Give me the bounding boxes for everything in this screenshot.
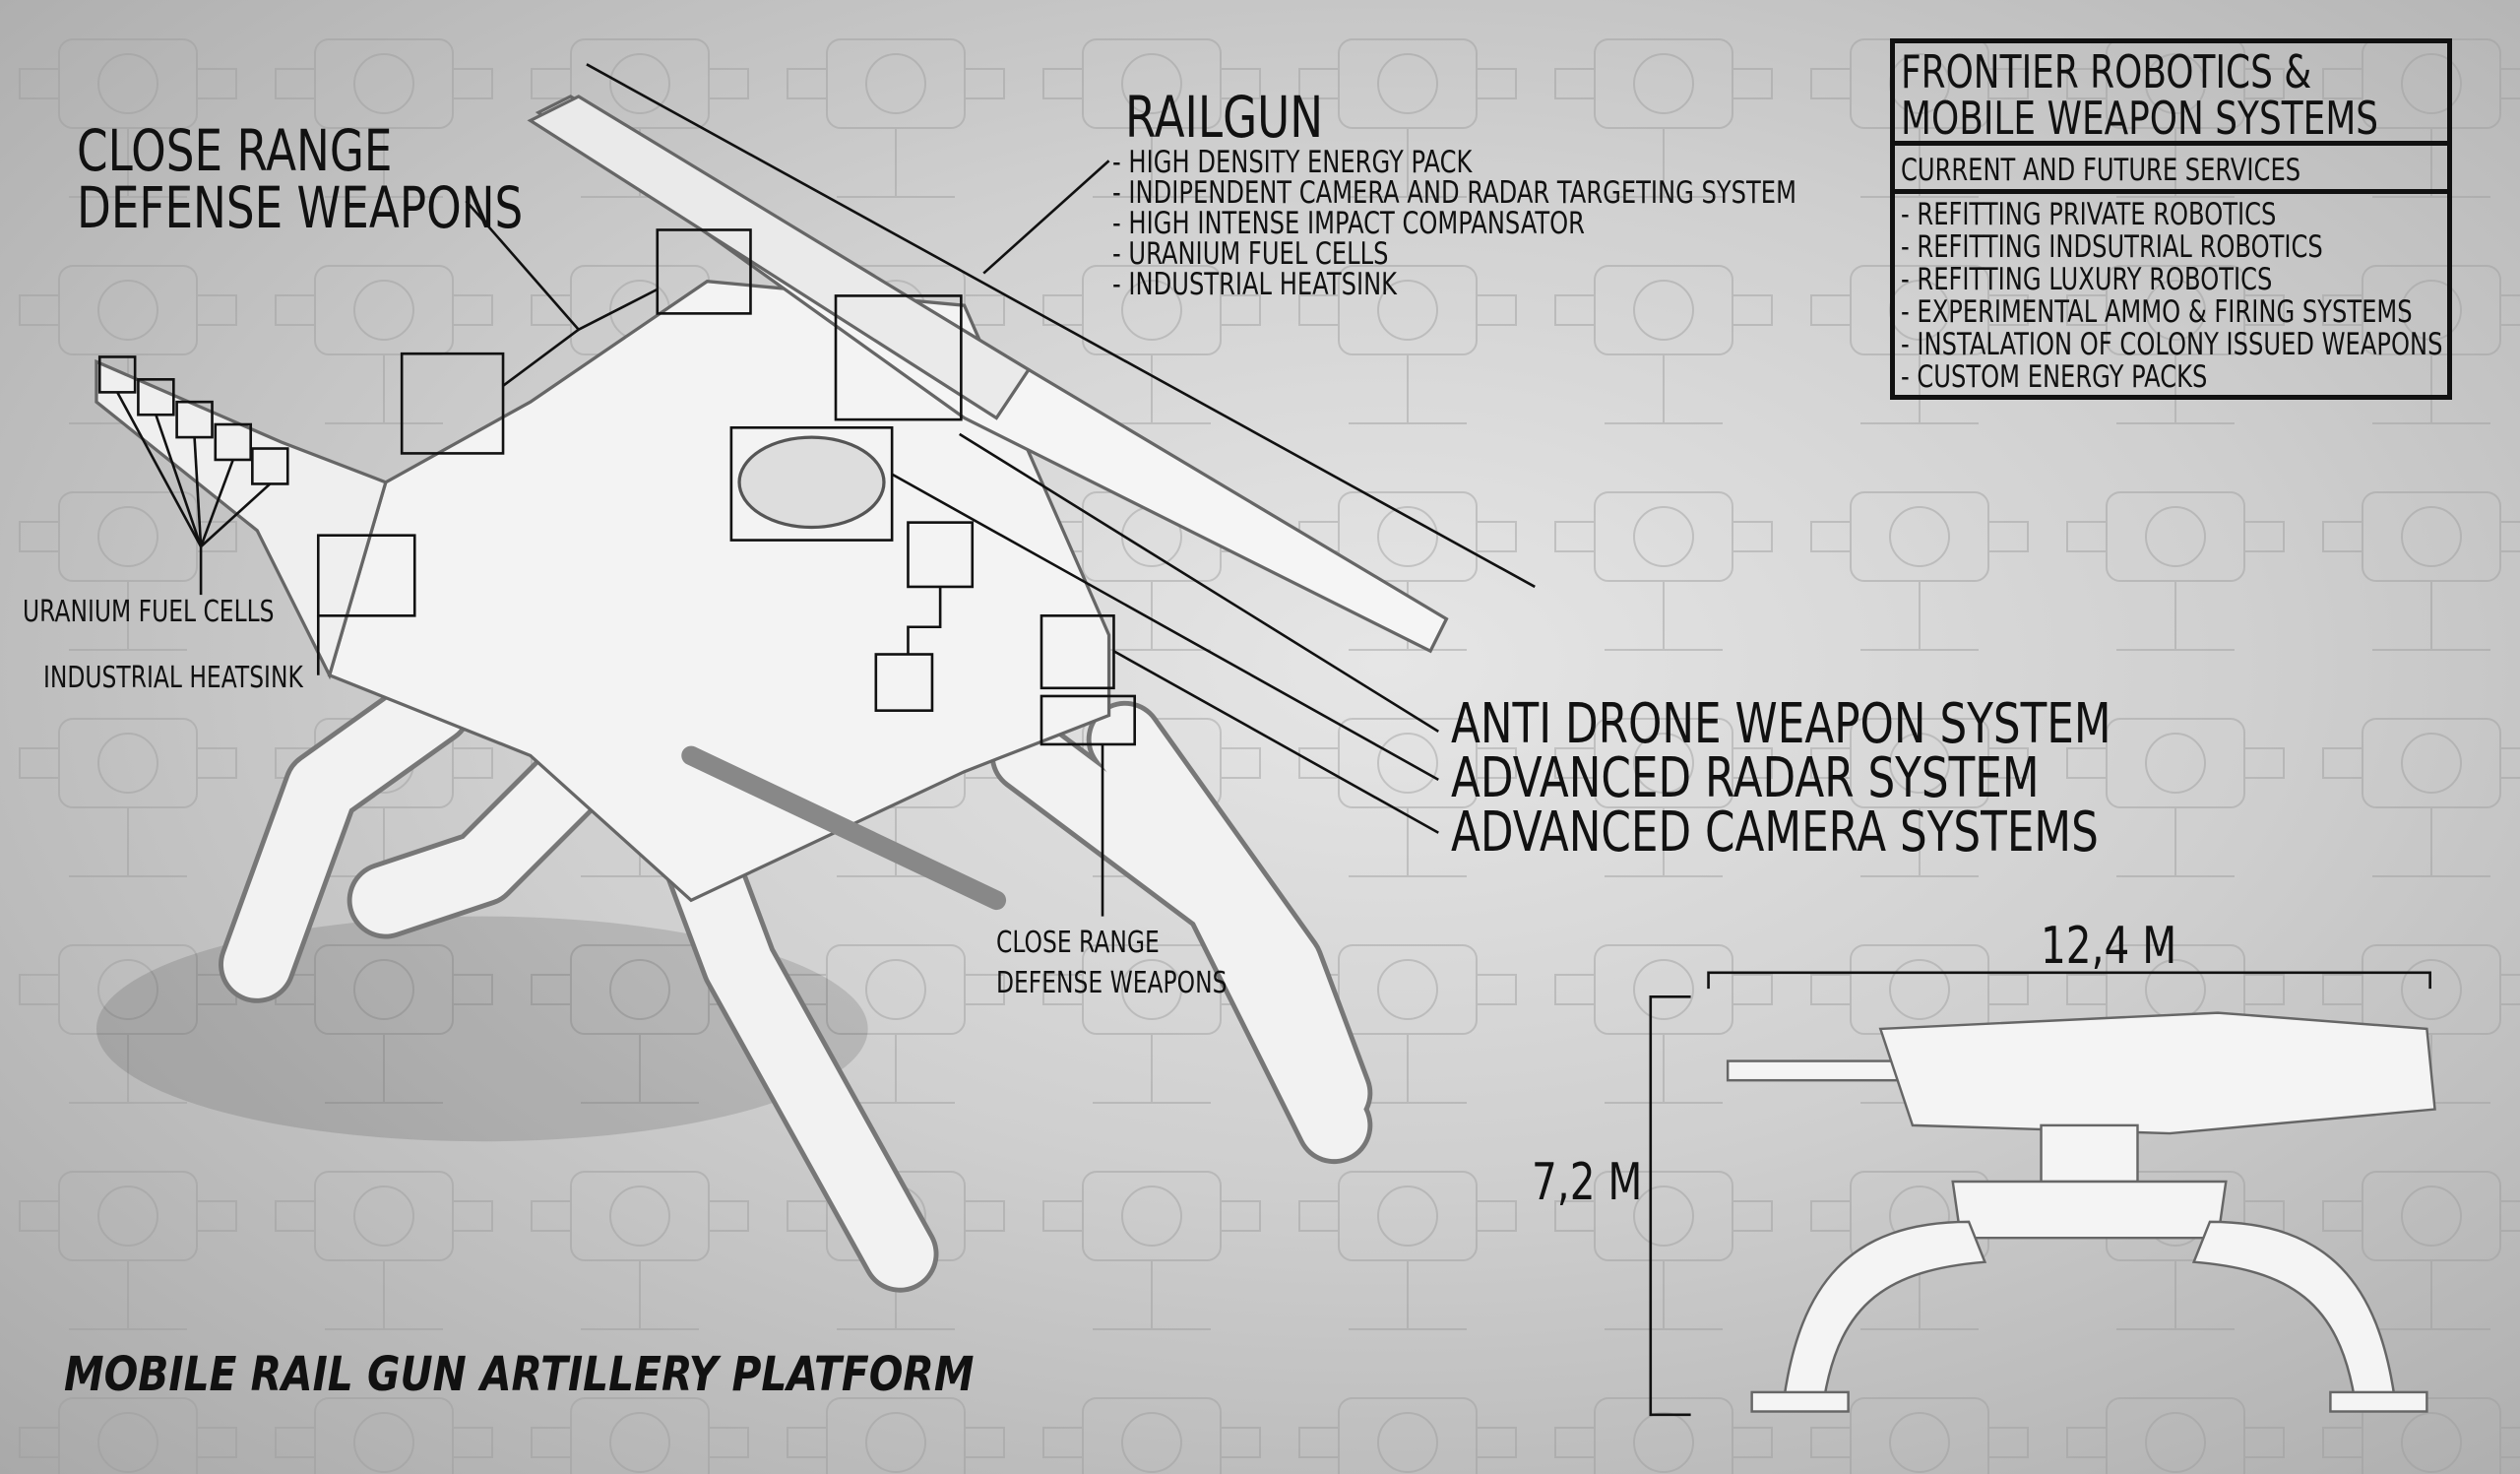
label-line: CLOSE RANGE (996, 926, 1160, 960)
radar-label: ADVANCED RADAR SYSTEM (1451, 746, 2040, 810)
label-line: DEFENSE WEAPONS (996, 966, 1228, 1000)
leader-lines (116, 63, 1536, 917)
list-item: - REFITTING INDSUTRIAL ROBOTICS (1901, 229, 2323, 265)
list-item: - INDUSTRIAL HEATSINK (1112, 267, 1398, 302)
divider (1895, 141, 2447, 146)
close-range-weapons-lower-label: CLOSE RANGE DEFENSE WEAPONS (996, 923, 1227, 1003)
width-dimension: 12,4 M (2041, 917, 2177, 976)
camera-label: ADVANCED CAMERA SYSTEMS (1451, 801, 2099, 865)
list-item: - REFITTING PRIVATE ROBOTICS (1901, 197, 2277, 232)
divider (1895, 189, 2447, 194)
list-item: - CUSTOM ENERGY PACKS (1901, 359, 2208, 395)
list-item: - EXPERIMENTAL AMMO & FIRING SYSTEMS (1901, 294, 2413, 330)
list-item: - INDIPENDENT CAMERA AND RADAR TARGETING… (1112, 175, 1796, 211)
list-item: - REFITTING LUXURY ROBOTICS (1901, 262, 2273, 297)
systems-labels: ANTI DRONE WEAPON SYSTEM ADVANCED RADAR … (1451, 692, 2111, 865)
list-item: - HIGH DENSITY ENERGY PACK (1112, 145, 1473, 180)
lower-cannon (681, 745, 1007, 911)
label-line: CLOSE RANGE (77, 117, 393, 184)
railgun-housing (527, 95, 1032, 420)
label-line: DEFENSE WEAPONS (77, 174, 524, 241)
close-range-weapons-label: CLOSE RANGE DEFENSE WEAPONS (77, 122, 523, 236)
list-item: - INSTALATION OF COLONY ISSUED WEAPONS (1901, 327, 2443, 362)
robot-front-arm (94, 358, 388, 680)
title-line: MOBILE WEAPON SYSTEMS (1901, 92, 2379, 145)
list-item: - URANIUM FUEL CELLS (1112, 236, 1389, 272)
main-title: MOBILE RAIL GUN ARTILLERY PLATFORM (64, 1347, 975, 1402)
services-list: - REFITTING PRIVATE ROBOTICS - REFITTING… (1901, 199, 2442, 394)
side-view-robot (1726, 1011, 2436, 1413)
railgun-title: RAILGUN (1125, 84, 1324, 151)
height-dimension: 7,2 M (1532, 1153, 1643, 1212)
dimension-lines (1649, 971, 2431, 1417)
railgun-features-list: - HIGH DENSITY ENERGY PACK - INDIPENDENT… (1112, 148, 1796, 300)
company-title: FRONTIER ROBOTICS & MOBILE WEAPON SYSTEM… (1901, 49, 2378, 142)
uranium-fuel-cells-label: URANIUM FUEL CELLS (23, 595, 275, 629)
title-line: FRONTIER ROBOTICS & (1901, 45, 2312, 98)
radar-grill (737, 435, 886, 530)
anti-drone-label: ANTI DRONE WEAPON SYSTEM (1451, 692, 2111, 756)
services-heading: CURRENT AND FUTURE SERVICES (1901, 153, 2301, 188)
robot-legs (219, 669, 1373, 1293)
robot-body (327, 280, 1111, 903)
company-info-box: FRONTIER ROBOTICS & MOBILE WEAPON SYSTEM… (1890, 38, 2452, 400)
industrial-heatsink-label: INDUSTRIAL HEATSINK (43, 661, 303, 695)
list-item: - HIGH INTENSE IMPACT COMPANSATOR (1112, 206, 1585, 241)
